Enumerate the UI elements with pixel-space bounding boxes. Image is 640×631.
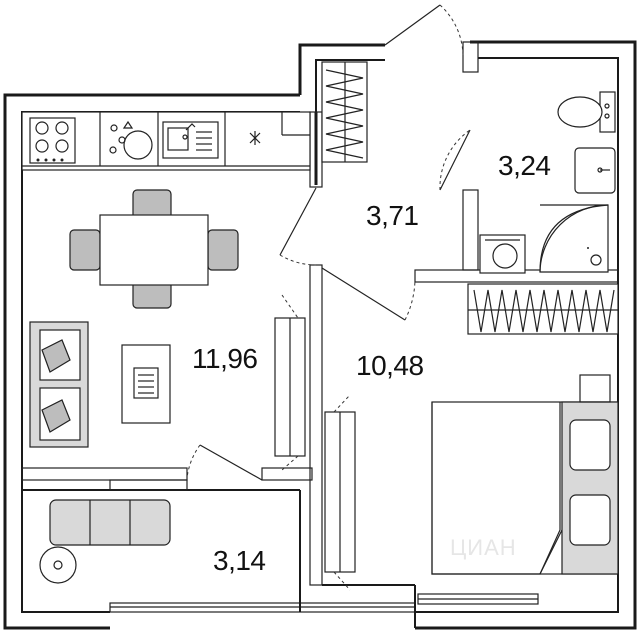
- bedroom-stand: [324, 394, 356, 591]
- bedroom-area: 10,48: [356, 350, 424, 381]
- tv-stand: [274, 294, 306, 471]
- kitchen-living-area: 11,96: [192, 343, 258, 374]
- sink-icon: [162, 121, 219, 159]
- living-sofa: [29, 321, 89, 448]
- washer-icon: [109, 120, 153, 160]
- coffee-table: [121, 344, 171, 424]
- fridge-icon: [249, 131, 261, 145]
- balcony-door: [109, 444, 263, 491]
- watermark: ЦИАН: [450, 535, 517, 560]
- entrance-door: [384, 4, 464, 56]
- hallway-area: 3,71: [366, 200, 419, 231]
- balcony-furniture: [39, 499, 171, 584]
- bathroom-fixtures: [479, 91, 616, 274]
- hallway-wardrobe: [321, 61, 368, 163]
- bedroom-wardrobe: [467, 283, 619, 335]
- dining-table: [69, 189, 239, 309]
- stove-icon: [29, 117, 76, 164]
- bathroom-area: 3,24: [498, 150, 551, 181]
- balcony-area: 3,14: [213, 545, 266, 576]
- bed: [431, 374, 619, 575]
- hallway-doors: [279, 129, 471, 321]
